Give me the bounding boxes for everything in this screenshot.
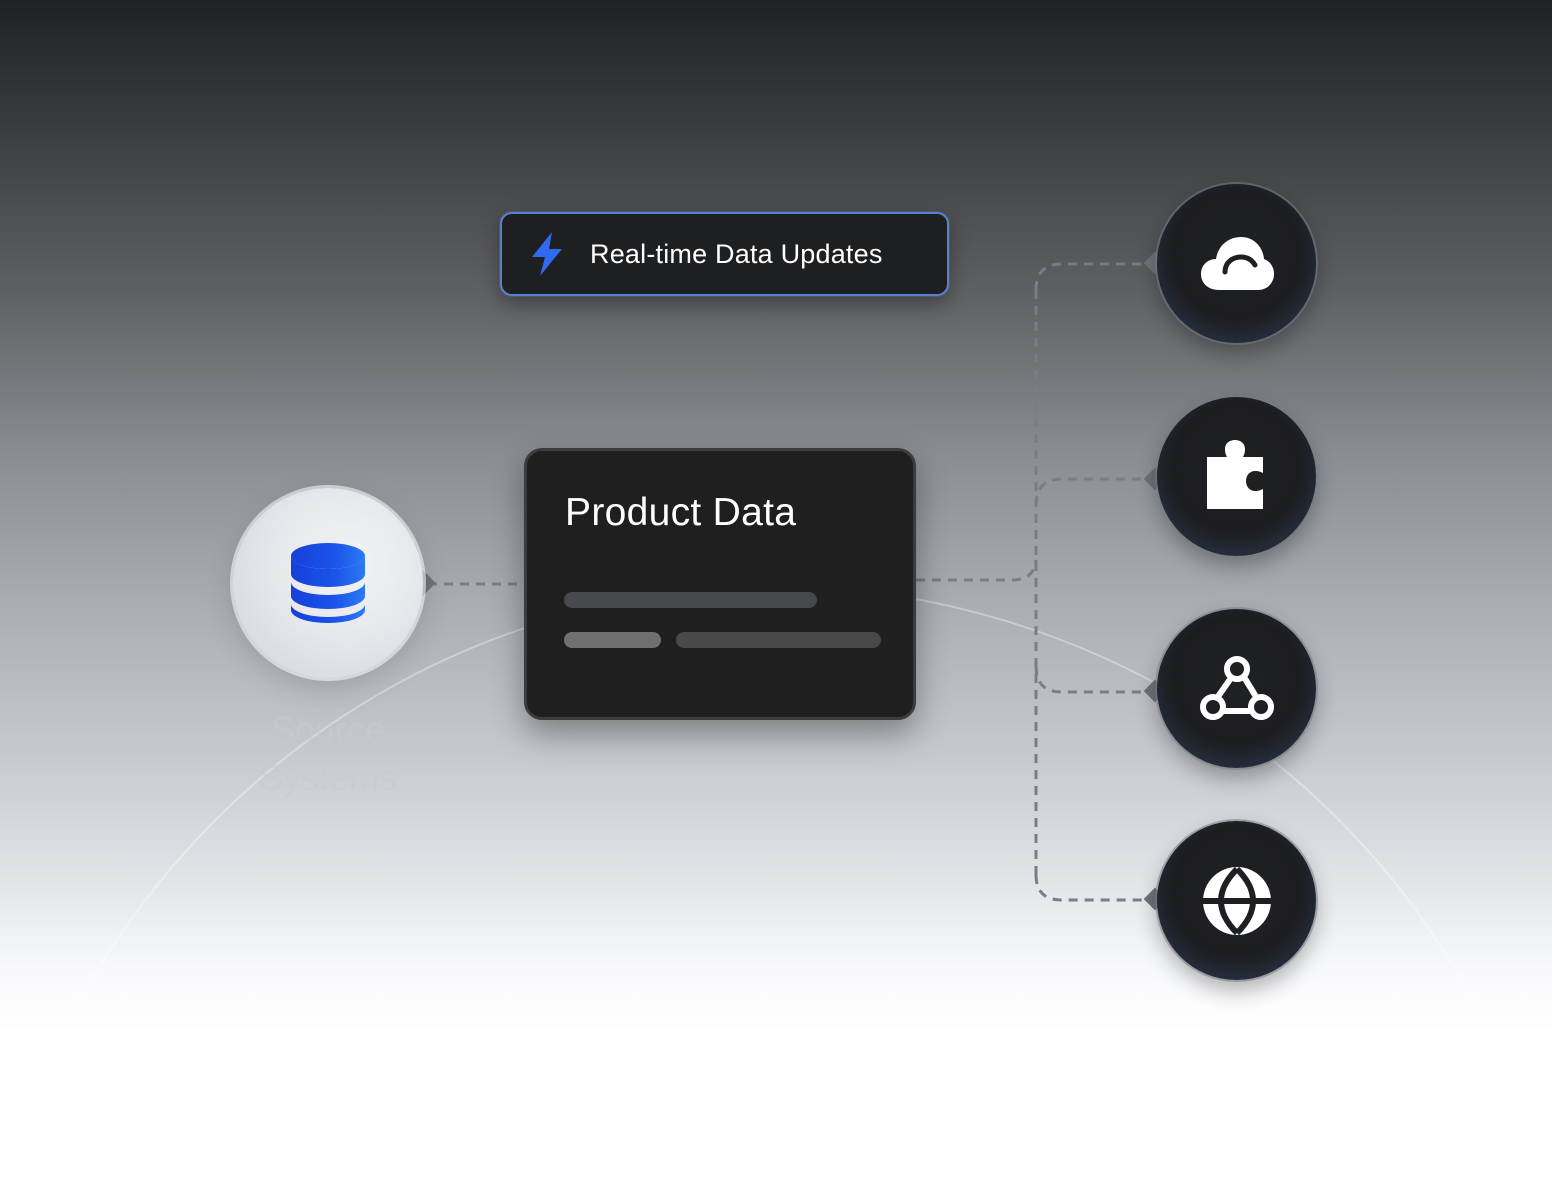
source-label-line2: Systems bbox=[258, 757, 398, 798]
placeholder-line bbox=[676, 632, 881, 648]
puzzle-icon bbox=[1206, 439, 1263, 509]
realtime-updates-badge: Real-time Data Updates bbox=[500, 212, 949, 296]
card-title: Product Data bbox=[565, 491, 797, 534]
webhook-destination-node bbox=[1157, 609, 1316, 768]
webhook-icon bbox=[1199, 655, 1274, 720]
plugin-destination-node bbox=[1157, 397, 1316, 556]
web-destination-node bbox=[1157, 821, 1316, 980]
product-data-card: Product Data bbox=[524, 448, 916, 720]
globe-icon bbox=[1202, 866, 1271, 935]
placeholder-line bbox=[564, 592, 817, 608]
source-label-line1: Source bbox=[270, 709, 386, 750]
database-icon bbox=[291, 543, 365, 623]
cloud-destination-node bbox=[1157, 184, 1316, 343]
placeholder-line bbox=[564, 632, 661, 648]
cloud-icon bbox=[1200, 236, 1274, 290]
lightning-bolt-icon bbox=[532, 232, 562, 276]
source-systems-node bbox=[233, 488, 423, 678]
badge-label: Real-time Data Updates bbox=[590, 238, 883, 269]
source-systems-label: Source Systems bbox=[208, 706, 448, 802]
